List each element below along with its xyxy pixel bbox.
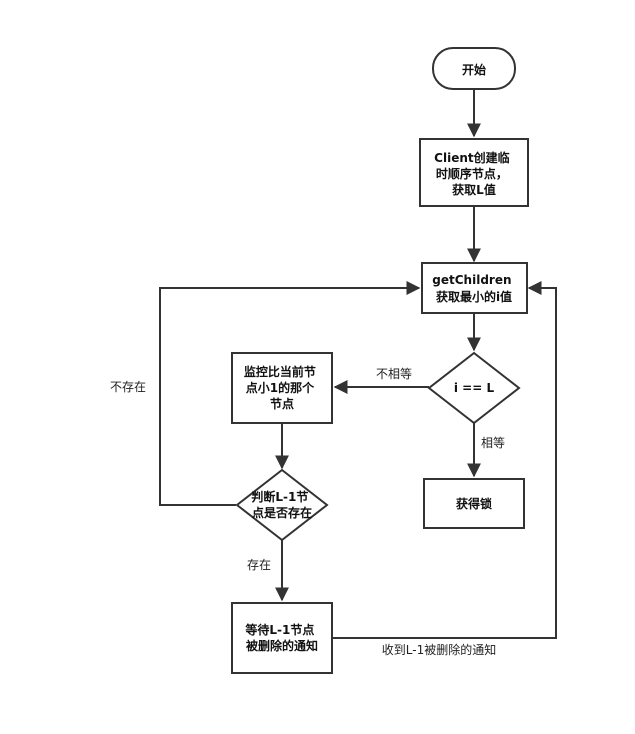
watch-prev-line-3: 节点 (270, 396, 294, 411)
compare-decision-label: i == L (454, 381, 495, 395)
get-children-line-1: getChildren (432, 273, 511, 287)
wait-delete-line-1: 等待L-1节点 (244, 622, 314, 637)
acquire-lock-line-1: 获得锁 (455, 496, 492, 511)
acquire-lock-box (423, 478, 525, 529)
check-exists-label: 判断L-1节 点是否存在 (251, 489, 312, 520)
edge-label-not-exists: 不存在 (110, 380, 146, 394)
compare-line-1: i == L (454, 381, 495, 395)
check-exists-decision (235, 468, 329, 542)
create-node-label: Client创建临 时顺序节点， 获取L值 (434, 150, 514, 197)
start-node-label: 开始 (462, 62, 486, 77)
create-node-line-2: 时顺序节点， (436, 166, 508, 181)
edge-label-delete-notified: 收到L-1被删除的通知 (382, 642, 496, 657)
get-children-label: getChildren 获取最小的i值 (432, 273, 515, 304)
edge-label-not-equal: 不相等 (376, 367, 412, 381)
get-children-box (421, 262, 528, 314)
create-node-box (419, 138, 529, 207)
edge-wait-to-getchildren-loop (332, 281, 557, 639)
check-exists-line-1: 判断L-1节 (251, 489, 308, 504)
edge-label-exists: 存在 (247, 558, 271, 572)
create-node-line-1: Client创建临 (434, 150, 509, 165)
create-node-line-3: 获取L值 (451, 182, 496, 197)
get-children-line-2: 获取最小的i值 (435, 289, 512, 304)
wait-delete-box (231, 602, 333, 674)
watch-prev-line-2: 点小1的那个 (246, 380, 315, 395)
compare-decision (427, 351, 521, 425)
check-exists-line-2: 点是否存在 (252, 505, 312, 520)
start-node-line-1: 开始 (462, 62, 486, 77)
edge-label-equal: 相等 (481, 436, 505, 450)
watch-prev-box (231, 352, 333, 424)
edge-check-to-getchildren-loop (159, 281, 421, 506)
wait-delete-label: 等待L-1节点 被删除的通知 (244, 622, 318, 653)
watch-prev-line-1: 监控比当前节 (244, 364, 316, 379)
acquire-lock-label: 获得锁 (455, 496, 492, 511)
wait-delete-line-2: 被删除的通知 (246, 638, 318, 653)
watch-prev-label: 监控比当前节 点小1的那个 节点 (244, 364, 320, 411)
start-node (432, 47, 516, 90)
